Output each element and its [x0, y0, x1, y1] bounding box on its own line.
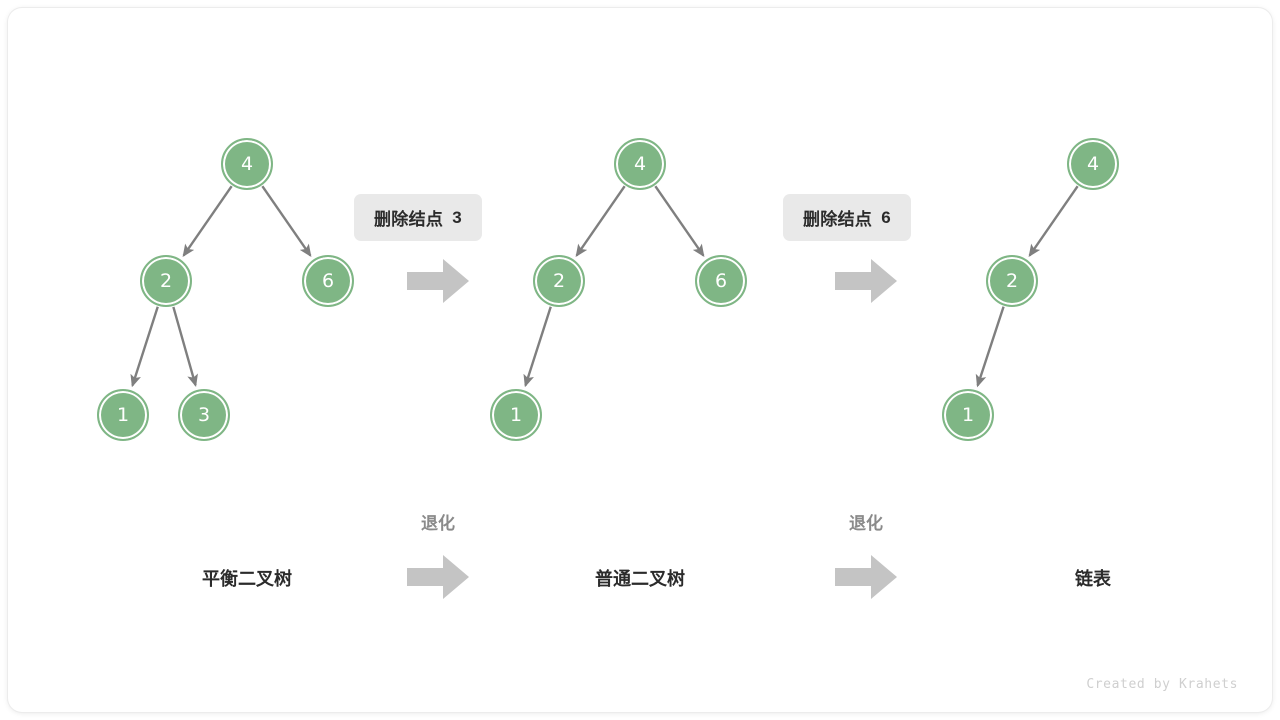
operation-badge-delete-node-6: 删除结点 6: [783, 194, 911, 241]
tree-node-value: 2: [159, 269, 173, 292]
tree-edge: [575, 185, 626, 258]
stage-caption: 普通二叉树: [595, 569, 685, 589]
degenerate-label: 退化: [849, 514, 883, 533]
operation-label: 删除结点: [374, 210, 444, 229]
transition-arrow-bottom: [405, 552, 471, 602]
tree-edge: [172, 306, 198, 387]
degenerate-label: 退化: [421, 514, 455, 533]
tree-node: 2: [140, 255, 192, 307]
tree-edge: [182, 185, 233, 258]
tree-node: 4: [614, 138, 666, 190]
card-frame: [8, 8, 1272, 712]
tree-node: 6: [302, 255, 354, 307]
transition-arrow-bottom: [833, 552, 899, 602]
operation-label: 删除结点: [803, 210, 873, 229]
tree-edge: [130, 306, 159, 388]
tree-edge: [523, 306, 552, 388]
transition-arrow-top: [833, 256, 899, 306]
tree-node-value: 1: [961, 403, 975, 426]
transition-arrow-top: [405, 256, 471, 306]
tree-node-value: 6: [714, 269, 728, 292]
tree-node-value: 2: [552, 269, 566, 292]
tree-node: 6: [695, 255, 747, 307]
tree-node: 1: [942, 389, 994, 441]
tree-node-value: 1: [116, 403, 130, 426]
operation-value: 6: [881, 207, 891, 227]
tree-node: 1: [97, 389, 149, 441]
tree-node-value: 3: [197, 403, 211, 426]
tree-edge: [261, 185, 312, 258]
tree-edge: [654, 185, 705, 258]
tree-node: 2: [533, 255, 585, 307]
tree-node-value: 1: [509, 403, 523, 426]
tree-node-value: 6: [321, 269, 335, 292]
stage-caption: 平衡二叉树: [202, 569, 292, 589]
tree-node-value: 2: [1005, 269, 1019, 292]
tree-node: 4: [1067, 138, 1119, 190]
operation-badge-delete-node-3: 删除结点 3: [354, 194, 482, 241]
tree-node-value: 4: [240, 152, 254, 175]
tree-node-value: 4: [1086, 152, 1100, 175]
tree-edge: [1028, 185, 1079, 258]
operation-value: 3: [452, 207, 462, 227]
tree-node: 2: [986, 255, 1038, 307]
tree-edge: [975, 306, 1005, 388]
tree-node-value: 4: [633, 152, 647, 175]
stage-caption: 链表: [1075, 569, 1111, 589]
tree-node: 3: [178, 389, 230, 441]
tree-node: 1: [490, 389, 542, 441]
tree-node: 4: [221, 138, 273, 190]
watermark: Created by Krahets: [1086, 677, 1238, 692]
